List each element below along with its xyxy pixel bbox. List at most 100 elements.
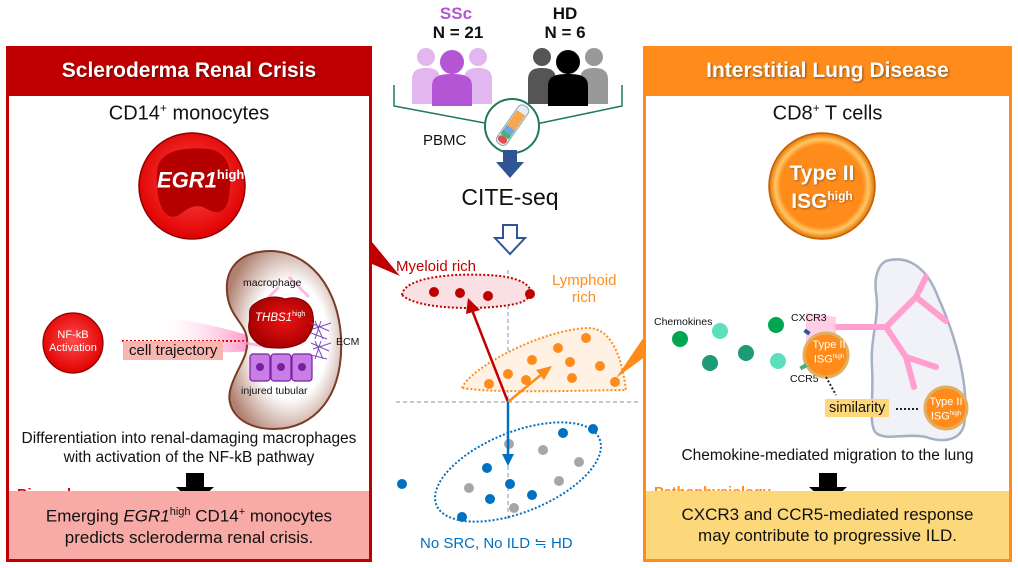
cite-seq-label: CITE-seq: [461, 184, 559, 210]
thbs1-label: THBS1high: [255, 311, 306, 324]
chemokine-dot: [712, 323, 728, 339]
type2-isg-cd8-cell-icon: [768, 132, 876, 240]
lymphoid-point: [610, 377, 620, 387]
panel-title: Scleroderma Renal Crisis: [6, 46, 372, 96]
ssc-patients-icon: [412, 48, 492, 106]
lung-type2-isg-cell-icon: [923, 385, 969, 431]
cluster-scatter: [396, 270, 640, 523]
healthy-gray-point: [538, 445, 548, 455]
lymphoid-point: [581, 333, 591, 343]
healthy-like-label: No SRC, No ILD ≒ HD: [420, 535, 573, 552]
lymphoid-point: [565, 357, 575, 367]
solid-down-arrow-icon: [496, 150, 524, 178]
lymphoid-vector: [507, 373, 543, 403]
hd-count: N = 6: [544, 23, 586, 42]
cxcr3-label: CXCR3: [791, 312, 827, 324]
healthy-cluster: [434, 421, 602, 523]
outline-down-arrow-icon: [492, 224, 528, 256]
cell-type-heading: CD14+ monocytes: [9, 101, 369, 126]
healthy-blue-point: [457, 512, 467, 522]
lymphoid-cluster: [460, 326, 628, 393]
lymphoid-point: [553, 343, 563, 353]
interstitial-lung-disease-panel: Interstitial Lung Disease CD8+ T cells T…: [643, 46, 1012, 562]
myeloid-point: [483, 291, 493, 301]
chemokine-dot: [770, 353, 786, 369]
conclusion-line2: predicts scleroderma renal crisis.: [64, 527, 314, 547]
similarity-link: [825, 376, 920, 410]
down-arrow-icon: [176, 473, 214, 504]
chemokines-label: Chemokines: [654, 316, 713, 328]
myeloid-point: [429, 287, 439, 297]
healthy-gray-point: [554, 476, 564, 486]
ssc-label: SSc: [439, 4, 473, 23]
pbmc-sampling-bracket: [393, 85, 623, 154]
conclusion-line2: may contribute to progressive ILD.: [698, 526, 957, 545]
myeloid-callout-pointer: [372, 242, 400, 276]
cell-type-sup: +: [159, 101, 167, 115]
ssc-count: N = 21: [432, 23, 484, 42]
ecm-fibers-icon: [310, 320, 332, 360]
lymphoid-vector-head: [536, 366, 552, 380]
egr1-monocyte-icon: [138, 132, 246, 240]
healthy-blue-point: [485, 494, 495, 504]
thbs1-macrophage-icon: [248, 296, 314, 349]
similarity-label: similarity: [825, 399, 890, 417]
healthy-blue-point: [527, 490, 537, 500]
myeloid-point: [455, 288, 465, 298]
conclusion-line1: Emerging EGR1high CD14+ monocytes: [45, 506, 333, 526]
healthy-blue-point: [482, 463, 492, 473]
lymphoid-rich-label: Lymphoid rich: [552, 272, 617, 306]
healthy-blue-point: [558, 428, 568, 438]
ccr5-receptor-icon: [799, 363, 808, 371]
healthy-gray-point: [574, 457, 584, 467]
down-arrow-icon: [809, 473, 847, 504]
injured-tubular-label: injured tubular: [241, 385, 308, 397]
healthy-vector-head: [502, 454, 514, 466]
lymphoid-point: [595, 361, 605, 371]
nfkb-label: NF-kB Activation: [49, 329, 97, 354]
lymphoid-callout-pointer: [616, 334, 646, 378]
lymphoid-point: [503, 369, 513, 379]
hd-label: HD: [552, 4, 578, 23]
ccr5-label: CCR5: [790, 373, 819, 385]
myeloid-vector: [470, 309, 510, 403]
healthy-gray-point: [509, 503, 519, 513]
blood-tube-icon: [495, 104, 530, 146]
myeloid-vector-head: [466, 298, 480, 314]
lung-cell-label: Type II ISGhigh: [929, 396, 963, 423]
chemokine-dot: [738, 345, 754, 361]
lymphoid-point: [484, 379, 494, 389]
injured-tubular-cells-icon: [249, 353, 313, 382]
nfkb-activation-icon: [42, 312, 104, 374]
chemokine-dot: [768, 317, 784, 333]
biomarker-conclusion: Emerging EGR1high CD14+ monocytes predic…: [9, 491, 369, 559]
chemokines-group: [672, 317, 786, 371]
healthy-blue-point: [505, 479, 515, 489]
conclusion-line1: CXCR3 and CCR5-mediated response: [681, 505, 974, 524]
cxcr3-receptor-icon: [803, 328, 811, 336]
cell-trajectory-label: cell trajectory: [123, 341, 224, 360]
cell-type-heading: CD8+ T cells: [772, 101, 883, 125]
healthy-blue-point: [397, 479, 407, 489]
myeloid-cluster: [400, 273, 532, 309]
left-caption: Differentiation into renal-damaging macr…: [21, 430, 357, 466]
pbmc-label: PBMC: [423, 132, 467, 149]
right-caption: Chemokine-mediated migration to the lung: [681, 447, 974, 464]
cell-type-name: CD14: [108, 102, 160, 125]
myeloid-rich-label: Myeloid rich: [396, 258, 477, 275]
scleroderma-renal-crisis-panel: Scleroderma Renal Crisis CD14+ monocytes…: [6, 46, 372, 562]
healthy-blue-point: [588, 424, 598, 434]
lymphoid-point: [567, 373, 577, 383]
healthy-donors-icon: [528, 48, 608, 106]
type2-isg-label: Type II ISGhigh: [789, 162, 855, 213]
ecm-label: ECM: [336, 336, 360, 348]
panel-title: Interstitial Lung Disease: [643, 46, 1012, 96]
pathophysiology-conclusion: CXCR3 and CCR5-mediated response may con…: [646, 491, 1009, 559]
myeloid-point: [525, 289, 535, 299]
healthy-gray-point: [464, 483, 474, 493]
cell-type-suffix: monocytes: [166, 102, 270, 125]
migrating-cell-label: Type II ISGhigh: [812, 339, 846, 366]
chemokine-dot: [702, 355, 718, 371]
lymphoid-point: [527, 355, 537, 365]
lymphoid-point: [521, 375, 531, 385]
